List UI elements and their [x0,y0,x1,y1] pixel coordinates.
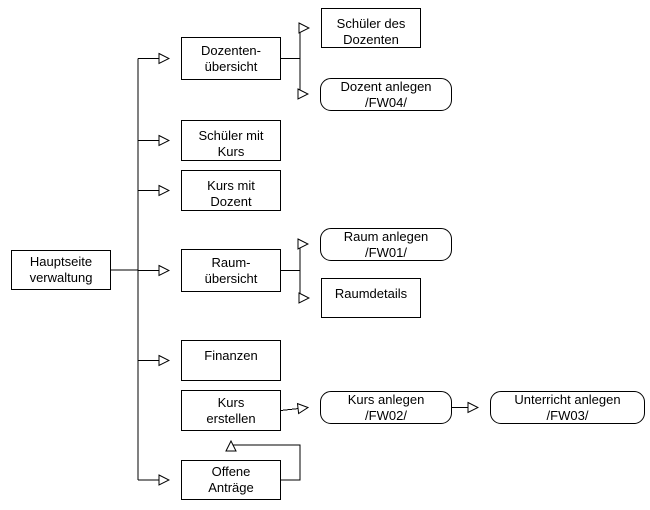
node-label: Hauptseite verwaltung [29,254,93,285]
node-label: Schüler des Dozenten [336,16,406,47]
node-label: Dozent anlegen /FW04/ [340,78,432,110]
node-label: Unterricht anlegen /FW03/ [514,391,621,423]
edge-offene-antraege-kurs-erstellen [231,441,301,481]
node-kurs-erstellen[interactable]: Kurs erstellen [181,390,281,431]
node-label: Finanzen [204,348,258,363]
node-hauptseite-verwaltung[interactable]: Hauptseite verwaltung [11,250,111,290]
node-kurs-mit-dozent[interactable]: Kurs mit Dozent [181,170,281,211]
node-schueler-des-dozenten[interactable]: Schüler des Dozenten [321,8,421,48]
node-label: Raum- übersicht [204,254,258,286]
node-raum-anlegen-fw01[interactable]: Raum anlegen /FW01/ [320,228,452,261]
node-raumdetails[interactable]: Raumdetails [321,278,421,318]
node-schueler-mit-kurs[interactable]: Schüler mit Kurs [181,120,281,161]
node-label: Kurs anlegen /FW02/ [347,391,425,423]
node-kurs-anlegen-fw02[interactable]: Kurs anlegen /FW02/ [320,391,452,424]
edge-kurs-erstellen-kurs-anlegen [280,408,308,411]
node-label: Raum anlegen /FW01/ [343,228,429,260]
node-unterricht-anlegen-fw03[interactable]: Unterricht anlegen /FW03/ [490,391,645,424]
node-finanzen[interactable]: Finanzen [181,340,281,381]
node-label: Dozenten- übersicht [201,42,261,74]
node-label: Schüler mit Kurs [198,128,264,159]
node-dozenten-uebersicht[interactable]: Dozenten- übersicht [181,37,281,80]
node-offene-antraege[interactable]: Offene Anträge [181,460,281,500]
node-label: Offene Anträge [208,464,254,495]
node-raum-uebersicht[interactable]: Raum- übersicht [181,249,281,292]
node-dozent-anlegen-fw04[interactable]: Dozent anlegen /FW04/ [320,78,452,111]
node-label: Kurs mit Dozent [207,178,255,209]
node-label: Raumdetails [334,286,408,301]
node-label: Kurs erstellen [206,394,256,426]
